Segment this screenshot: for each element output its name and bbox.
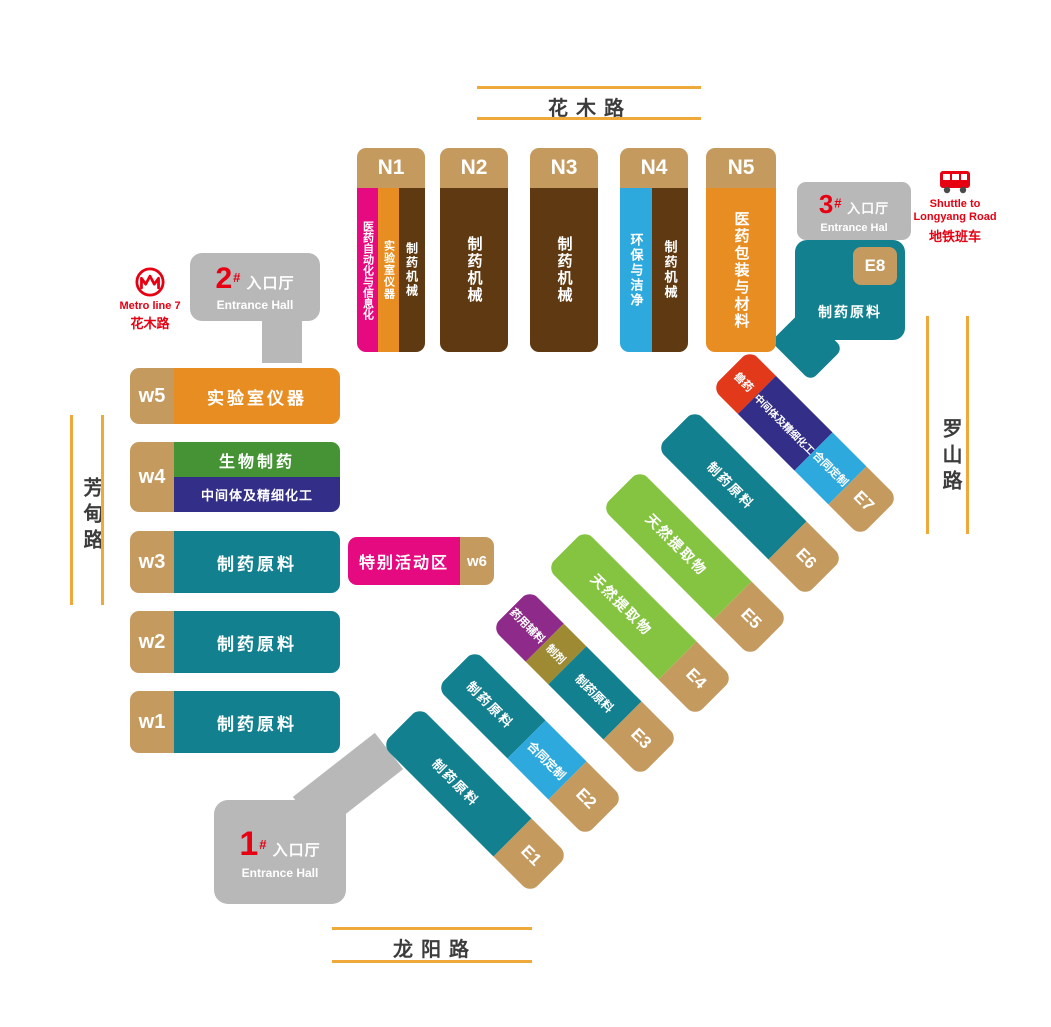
- entrance-1-number: 1: [239, 824, 260, 863]
- entrance-hall-3[interactable]: 3# 入口厅 Entrance Hal: [797, 182, 911, 240]
- hall-w3-id: w3: [130, 531, 174, 593]
- road-right-label: 罗山路: [939, 418, 961, 496]
- metro-line7-name: Metro line 7: [119, 300, 181, 312]
- hall-w4-id: w4: [130, 442, 174, 512]
- hall-w1-id: w1: [130, 691, 174, 753]
- n1-segment-pharma-machinery: 制药机械: [399, 188, 425, 352]
- hall-n5-id: N5: [727, 156, 755, 179]
- entrance-hall-2[interactable]: 2# 入口厅 Entrance Hall: [190, 253, 320, 321]
- hall-n5[interactable]: N5 医药包装与材料: [706, 148, 776, 352]
- hall-n3-header: N3: [530, 148, 598, 188]
- hall-n2-header: N2: [440, 148, 508, 188]
- e8-segment-api: 制药原料: [818, 304, 882, 320]
- road-bottom-line-upper: [332, 927, 532, 930]
- metro-line7-station: 花木路: [130, 316, 170, 331]
- hall-n4-id: N4: [640, 156, 668, 179]
- road-bottom-label: 龙阳路: [393, 939, 477, 961]
- w4-segment-intermediates: 中间体及精细化工: [174, 477, 340, 512]
- hall-n1-header: N1: [357, 148, 425, 188]
- hall-n4[interactable]: N4 环保与洁净 制药机械: [620, 148, 688, 352]
- w5-segment-lab-instruments: 实验室仪器: [174, 368, 340, 424]
- shuttle-bus-icon: [938, 168, 972, 196]
- entrance-2-connector: [262, 315, 302, 363]
- shuttle-label-en2: Longyang Road: [913, 211, 997, 223]
- road-top-label: 花木路: [548, 98, 632, 120]
- hall-n4-header: N4: [620, 148, 688, 188]
- w1-segment-api: 制药原料: [174, 691, 340, 753]
- w3-segment-api: 制药原料: [174, 531, 340, 593]
- hall-w1[interactable]: w1 制药原料: [130, 691, 340, 753]
- road-left-label: 芳甸路: [80, 477, 102, 555]
- hall-w6-id: w6: [460, 537, 494, 585]
- n2-segment-pharma-machinery: 制药机械: [440, 188, 508, 352]
- entrance-2-cn: 入口厅: [246, 275, 295, 292]
- hall-n1-id: N1: [377, 156, 405, 179]
- road-right-line-inner: [926, 316, 929, 534]
- metro-line7-icon: [134, 266, 166, 298]
- road-right-line-outer: [966, 316, 969, 534]
- entrance-2-number: 2: [215, 262, 234, 295]
- hall-w6-special-zone[interactable]: 特别活动区 w6: [348, 537, 494, 585]
- entrance-3-en: Entrance Hal: [820, 221, 888, 234]
- hall-n1[interactable]: N1 医药自动化与信息化 实验室仪器 制药机械: [357, 148, 425, 352]
- road-left-line-outer: [70, 415, 73, 605]
- hall-e8[interactable]: E8 制药原料: [795, 240, 905, 340]
- hall-n3[interactable]: N3 制药机械: [530, 148, 598, 352]
- n1-segment-automation: 医药自动化与信息化: [357, 188, 378, 352]
- entrance-3-number: 3: [818, 188, 835, 219]
- road-top-line-upper: [477, 86, 701, 89]
- shuttle-label-cn: 地铁班车: [928, 229, 981, 244]
- hall-w4[interactable]: w4 生物制药 中间体及精细化工: [130, 442, 340, 512]
- hall-w5-id: w5: [130, 368, 174, 424]
- entrance-3-hash: #: [834, 195, 843, 211]
- entrance-2-en: Entrance Hall: [216, 298, 294, 312]
- w6-special-label: 特别活动区: [348, 537, 460, 585]
- road-bottom-line-lower: [332, 960, 532, 963]
- entrance-1-cn: 入口厅: [272, 841, 321, 859]
- hall-w2-id: w2: [130, 611, 174, 673]
- n1-segment-lab-instruments: 实验室仪器: [378, 188, 399, 352]
- road-top-line-lower: [477, 117, 701, 120]
- n5-segment-packaging: 医药包装与材料: [706, 188, 776, 352]
- entrance-1-hash: #: [259, 836, 268, 852]
- w4-segment-biopharma: 生物制药: [174, 442, 340, 477]
- hall-n5-header: N5: [706, 148, 776, 188]
- n4-segment-cleanroom: 环保与洁净: [620, 188, 652, 352]
- entrance-1-en: Entrance Hall: [241, 865, 319, 880]
- road-left-line-inner: [101, 415, 104, 605]
- w2-segment-api: 制药原料: [174, 611, 340, 673]
- hall-n2-id: N2: [460, 156, 488, 179]
- hall-n2[interactable]: N2 制药机械: [440, 148, 508, 352]
- entrance-3-cn: 入口厅: [847, 200, 890, 216]
- hall-w5[interactable]: w5 实验室仪器: [130, 368, 340, 424]
- n4-segment-pharma-machinery: 制药机械: [652, 188, 688, 352]
- entrance-2-hash: #: [233, 270, 242, 285]
- hall-w3[interactable]: w3 制药原料: [130, 531, 340, 593]
- entrance-hall-1[interactable]: 1# 入口厅 Entrance Hall: [214, 800, 346, 904]
- hall-e8-id: E8: [853, 247, 897, 285]
- hall-n3-id: N3: [550, 156, 578, 179]
- hall-w2[interactable]: w2 制药原料: [130, 611, 340, 673]
- n3-segment-pharma-machinery: 制药机械: [530, 188, 598, 352]
- shuttle-label-en1: Shuttle to: [929, 198, 981, 210]
